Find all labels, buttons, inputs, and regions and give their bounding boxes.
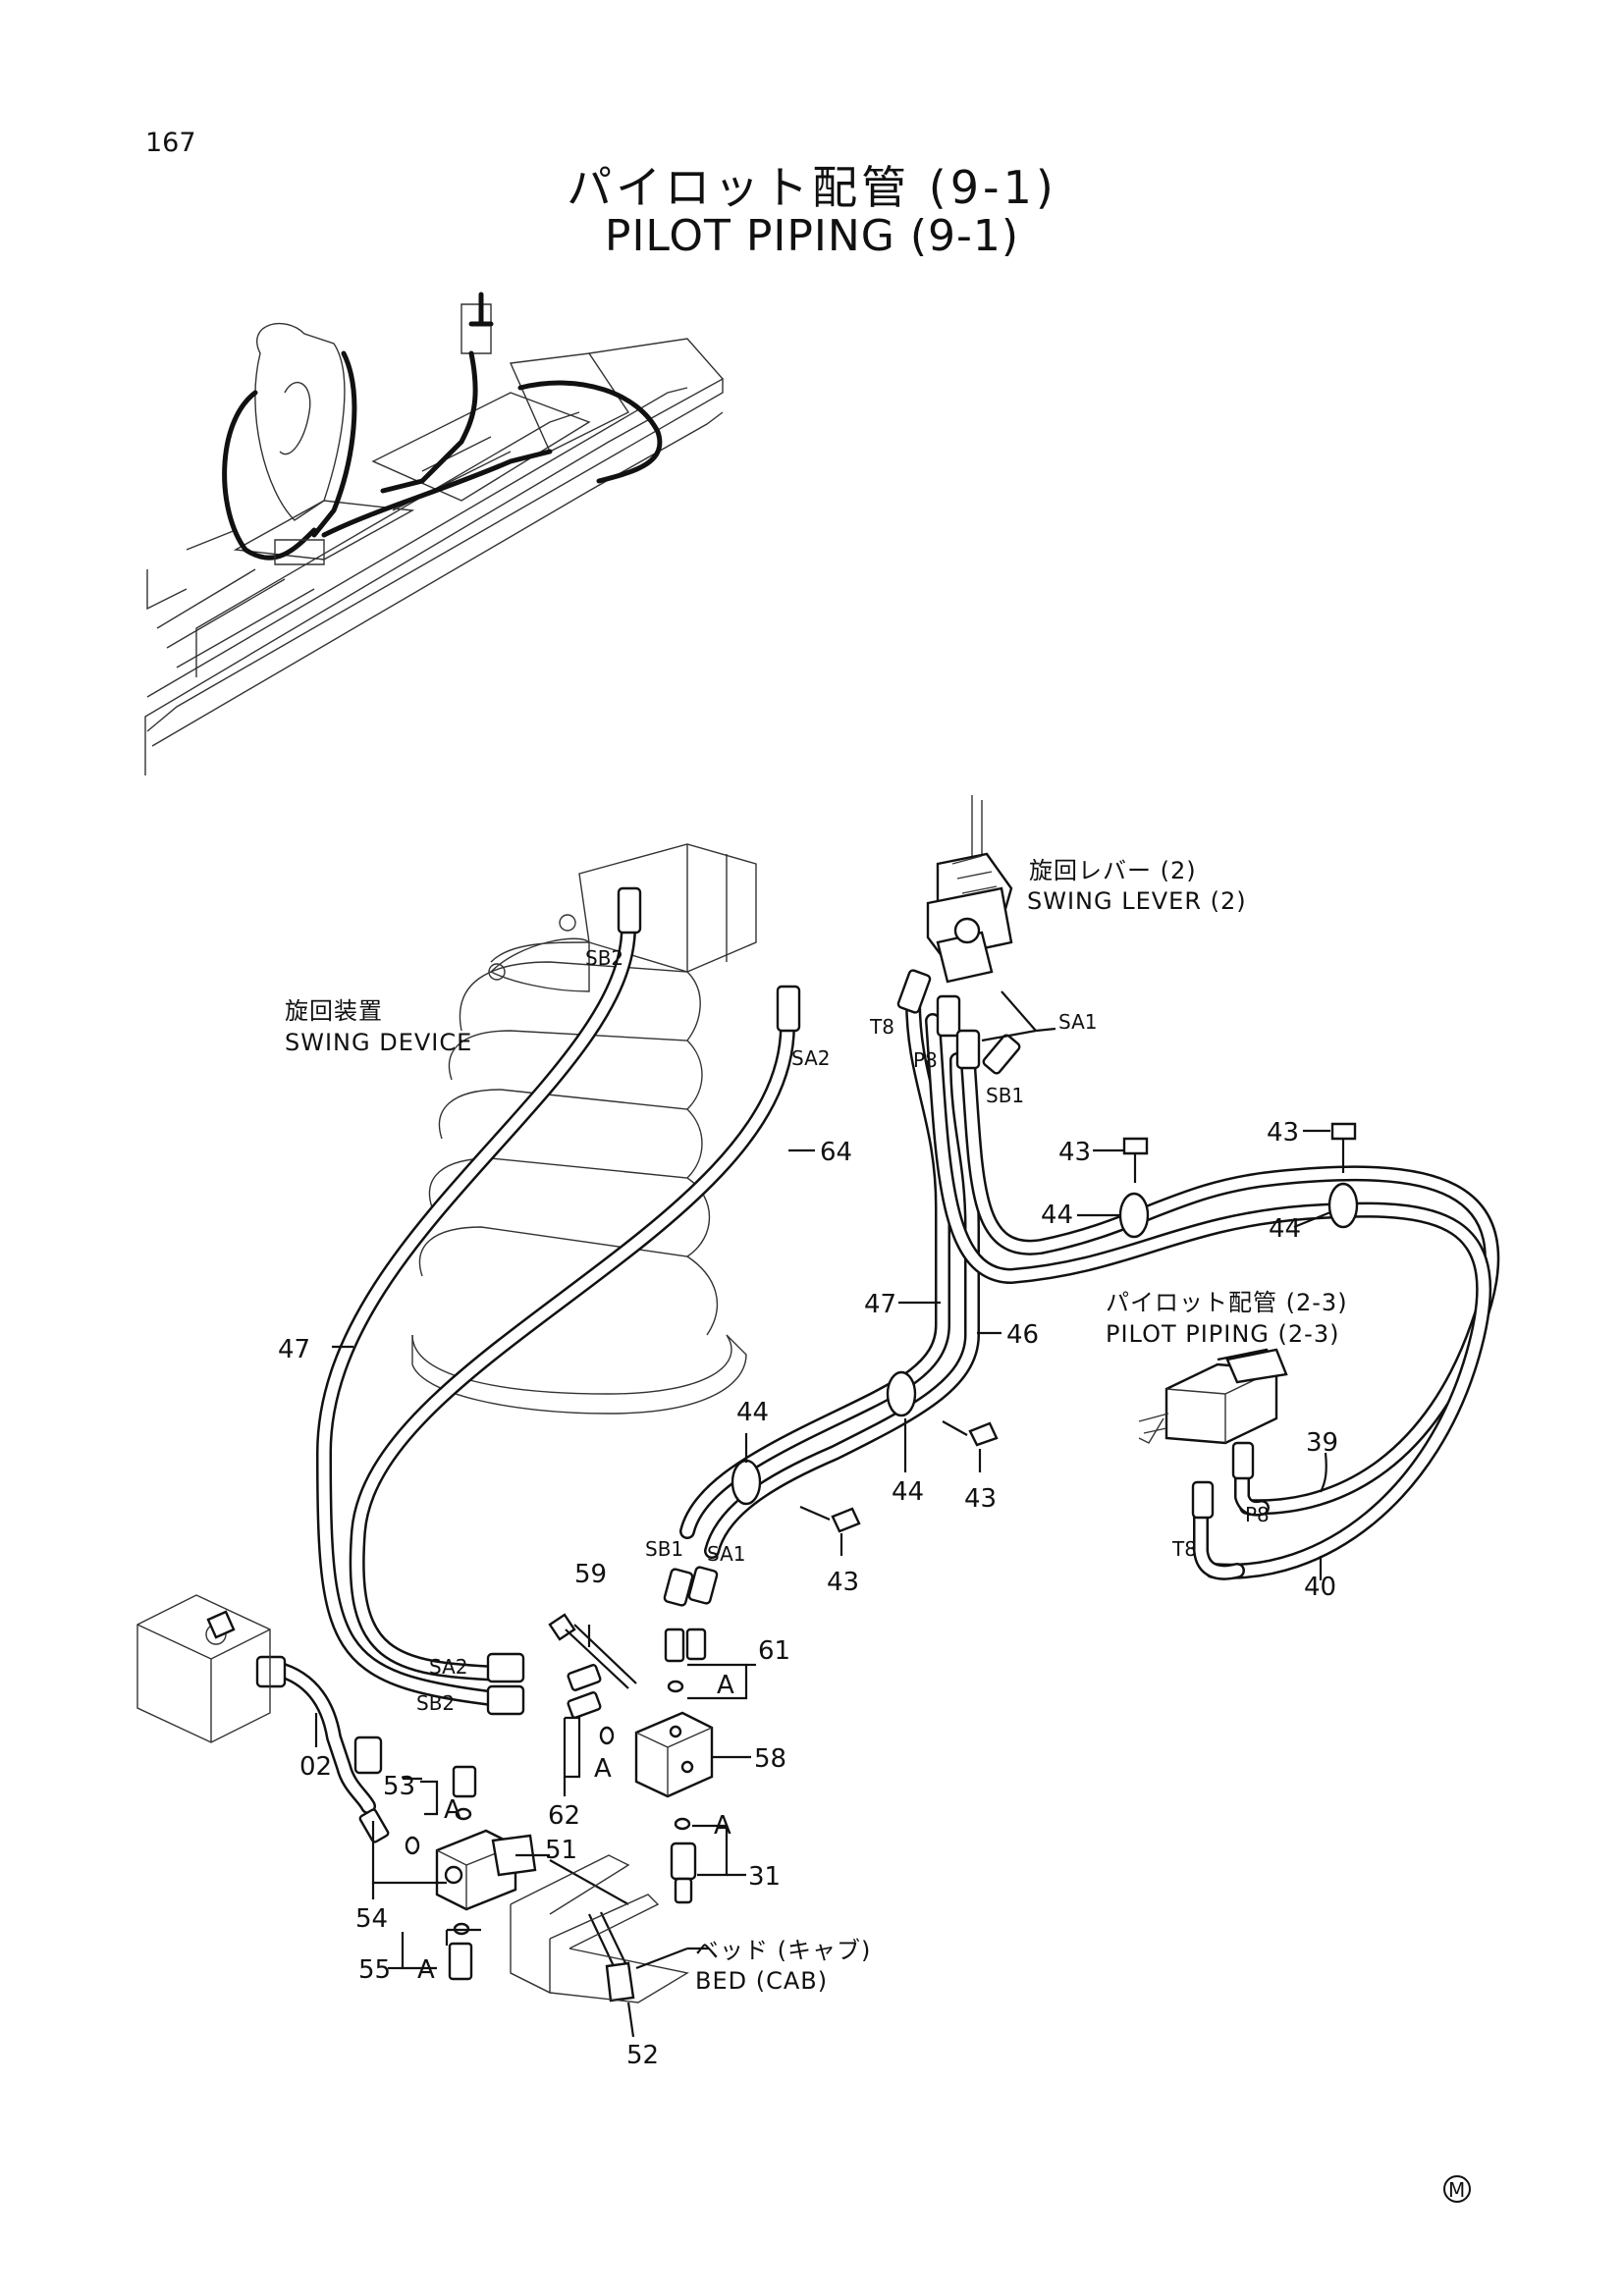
pilot-piping-ref-ja: パイロット配管 (2-3) [1106,1289,1348,1316]
detail-mark-a-31: A [714,1811,731,1841]
port-t8-top: T8 [869,1015,894,1039]
callout-31: 31 [748,1862,781,1892]
detail-mark-a-55: A [417,1955,435,1985]
page-number: 167 [145,128,196,158]
callout-44-c: 44 [736,1398,769,1427]
hoses [269,920,1500,1814]
callout-59: 59 [574,1560,607,1589]
callout-44-b: 44 [1269,1214,1301,1244]
callout-44-a: 44 [1041,1201,1073,1230]
callout-51: 51 [545,1836,577,1865]
port-sa2-low: SA2 [429,1655,467,1679]
pilot-piping-ref-en: PILOT PIPING (2-3) [1106,1320,1339,1348]
callout-43-c: 43 [964,1484,997,1514]
port-sb2-top: SB2 [585,946,623,970]
callout-43-d: 43 [827,1568,859,1597]
callout-52: 52 [626,2041,659,2070]
swing-device-label-en: SWING DEVICE [285,1029,472,1056]
title-japanese: パイロット配管 (9-1) [567,161,1057,214]
leader-lines [314,990,1331,2038]
callout-58: 58 [754,1744,786,1774]
detail-mark-a-62: A [594,1754,612,1784]
callout-46: 46 [1006,1320,1039,1350]
bed-cab-bracket [510,1854,689,2003]
callout-53: 53 [383,1772,415,1801]
callout-40: 40 [1304,1573,1336,1602]
swing-lever-label-en: SWING LEVER (2) [1027,887,1247,915]
callout-02: 02 [299,1752,332,1782]
port-sa1-mid: SA1 [707,1542,745,1566]
callout-55: 55 [358,1955,391,1985]
clamps-and-bolts [731,1122,1359,1533]
port-p8-top: P8 [913,1048,938,1072]
callout-47-right: 47 [864,1290,896,1319]
machine-frame-overview [144,292,724,775]
port-sb1-top: SB1 [986,1084,1024,1107]
callout-62: 62 [548,1801,580,1831]
port-sa2-top: SA2 [791,1046,830,1070]
port-t8-right: T8 [1171,1537,1197,1561]
swing-lever [926,795,1013,984]
swing-lever-label-ja: 旋回レバー (2) [1029,857,1197,884]
detail-mark-a-53: A [444,1795,461,1825]
mark-circle [1443,2175,1471,2203]
port-sb2-low: SB2 [416,1691,455,1715]
callout-47-left: 47 [278,1335,310,1364]
bed-label-en: BED (CAB) [695,1967,828,1995]
callout-64: 64 [820,1138,852,1167]
port-sb1-mid: SB1 [645,1537,683,1561]
port-p8-right: P8 [1245,1503,1270,1526]
callout-44-d: 44 [892,1477,924,1507]
fittings [255,886,1255,1775]
port-sa1-top: SA1 [1058,1010,1097,1034]
valve-blocks [358,1613,714,2002]
swing-device-label-ja: 旋回装置 [285,997,383,1025]
callout-61: 61 [758,1636,790,1666]
callout-39: 39 [1306,1428,1338,1458]
pilot-tank [136,1594,271,1743]
title-english: PILOT PIPING (9-1) [604,211,1020,261]
callout-43-b: 43 [1267,1118,1299,1148]
pilot-piping-valve [1138,1348,1288,1445]
mark-m: M [1448,2178,1465,2202]
swing-device [411,843,757,1415]
callout-43-a: 43 [1058,1138,1091,1167]
callout-54: 54 [355,1904,388,1934]
detail-mark-a-61: A [717,1671,734,1700]
bed-label-ja: ベッド (キャブ) [695,1937,871,1964]
